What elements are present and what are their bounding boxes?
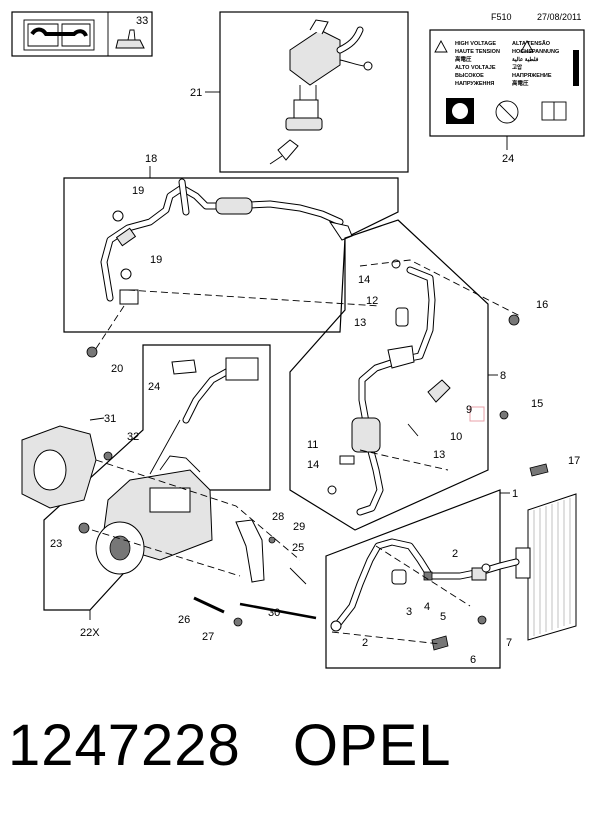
callout-1: 1 xyxy=(512,488,518,500)
callout-28: 28 xyxy=(272,511,284,523)
bolt-20 xyxy=(86,346,98,358)
svg-text:고압: 고압 xyxy=(512,63,522,71)
callout-18: 18 xyxy=(145,153,157,165)
callout-11: 11 xyxy=(307,439,318,451)
bolt-26 xyxy=(193,596,225,614)
callout-13-upper: 13 xyxy=(354,317,366,329)
compressor xyxy=(95,357,259,575)
nut-29 xyxy=(268,536,276,544)
page-code: F510 xyxy=(491,12,512,22)
nut-7 xyxy=(477,615,487,625)
bolt-16 xyxy=(508,314,520,326)
part-number: 1247228 xyxy=(8,713,241,778)
bolt-6 xyxy=(431,635,449,651)
svg-text:ALTA TENSÃO: ALTA TENSÃO xyxy=(512,40,551,47)
bolt-32 xyxy=(103,451,113,461)
bolt-23 xyxy=(78,522,90,534)
svg-text:НАПРЯЖЕНИЕ: НАПРЯЖЕНИЕ xyxy=(512,73,552,79)
callout-12: 12 xyxy=(366,295,378,307)
svg-text:НАПРУЖЕННЯ: НАПРУЖЕННЯ xyxy=(455,81,494,87)
footer-part-number-line: 1247228 OPEL xyxy=(8,712,452,779)
callout-19-upper: 19 xyxy=(132,185,144,197)
callout-32: 32 xyxy=(127,431,139,443)
callout-3: 3 xyxy=(406,606,412,618)
page-date: 27/08/2011 xyxy=(537,12,581,22)
no-touch-icon xyxy=(495,100,519,124)
condenser xyxy=(515,493,577,641)
callout-7: 7 xyxy=(506,637,512,649)
header-icon-box: 33 xyxy=(11,11,153,57)
svg-text:HOCHSPANNUNG: HOCHSPANNUNG xyxy=(512,49,559,55)
harness-label-24 xyxy=(171,359,197,375)
pressure-hose-8 xyxy=(327,259,451,516)
svg-text:高電圧: 高電圧 xyxy=(512,79,529,87)
bolt-15 xyxy=(499,410,509,420)
bracket-28 xyxy=(235,519,265,583)
callout-26: 26 xyxy=(178,614,190,626)
brand-name: OPEL xyxy=(292,713,452,778)
callout-33: 33 xyxy=(136,15,148,27)
triangle-warning-icon xyxy=(434,40,448,53)
svg-text:ВЫСОКОЕ: ВЫСОКОЕ xyxy=(455,73,484,79)
bolt-30 xyxy=(239,602,317,620)
callout-24-label: 24 xyxy=(502,153,514,165)
svg-text:ALTO VOLTAJE: ALTO VOLTAJE xyxy=(455,65,496,71)
oil-can-icon xyxy=(115,29,145,49)
callout-9: 9 xyxy=(466,404,472,416)
liquid-line-1 xyxy=(330,538,520,632)
svg-text:HIGH VOLTAGE: HIGH VOLTAGE xyxy=(455,41,496,47)
manual-wrench-icon xyxy=(23,19,95,51)
bolt-17 xyxy=(529,463,549,477)
nut-27 xyxy=(233,617,243,627)
svg-text:HAUTE TENSION: HAUTE TENSION xyxy=(455,49,500,55)
callout-31: 31 xyxy=(104,413,116,425)
callout-8: 8 xyxy=(500,370,506,382)
callout-10: 10 xyxy=(450,431,462,443)
callout-2-left: 2 xyxy=(362,637,368,649)
compressor-mount-31 xyxy=(21,425,97,509)
callout-25: 25 xyxy=(292,542,304,554)
group-1-frame xyxy=(325,489,501,669)
callout-24-harness: 24 xyxy=(148,381,160,393)
group-8-frame xyxy=(289,219,489,531)
callout-17: 17 xyxy=(568,455,580,467)
stud-25 xyxy=(289,567,307,585)
svg-text:高電圧: 高電圧 xyxy=(455,55,472,63)
callout-30: 30 xyxy=(268,607,280,619)
callout-15: 15 xyxy=(531,398,543,410)
suction-hose-18 xyxy=(100,178,353,305)
svg-text:فلطية عالية: فلطية عالية xyxy=(512,56,539,63)
expansion-valve-assembly xyxy=(269,19,373,165)
callout-5: 5 xyxy=(440,611,446,623)
callout-27: 27 xyxy=(202,631,214,643)
callout-13-lower: 13 xyxy=(433,449,445,461)
callout-29: 29 xyxy=(293,521,305,533)
callout-23: 23 xyxy=(50,538,62,550)
callout-6: 6 xyxy=(470,654,476,666)
warning-label: HIGH VOLTAGE HAUTE TENSION 高電圧 ALTO VOLT… xyxy=(429,29,585,137)
callout-22x: 22X xyxy=(80,627,100,639)
callout-20: 20 xyxy=(111,363,123,375)
callout-19-lower: 19 xyxy=(150,254,162,266)
callout-14-lower: 14 xyxy=(307,459,319,471)
callout-21: 21 xyxy=(190,87,202,99)
callout-16: 16 xyxy=(536,299,548,311)
highlight-box xyxy=(469,406,485,422)
callout-4: 4 xyxy=(424,601,430,613)
callout-2-right: 2 xyxy=(452,548,458,560)
callout-14-upper: 14 xyxy=(358,274,370,286)
